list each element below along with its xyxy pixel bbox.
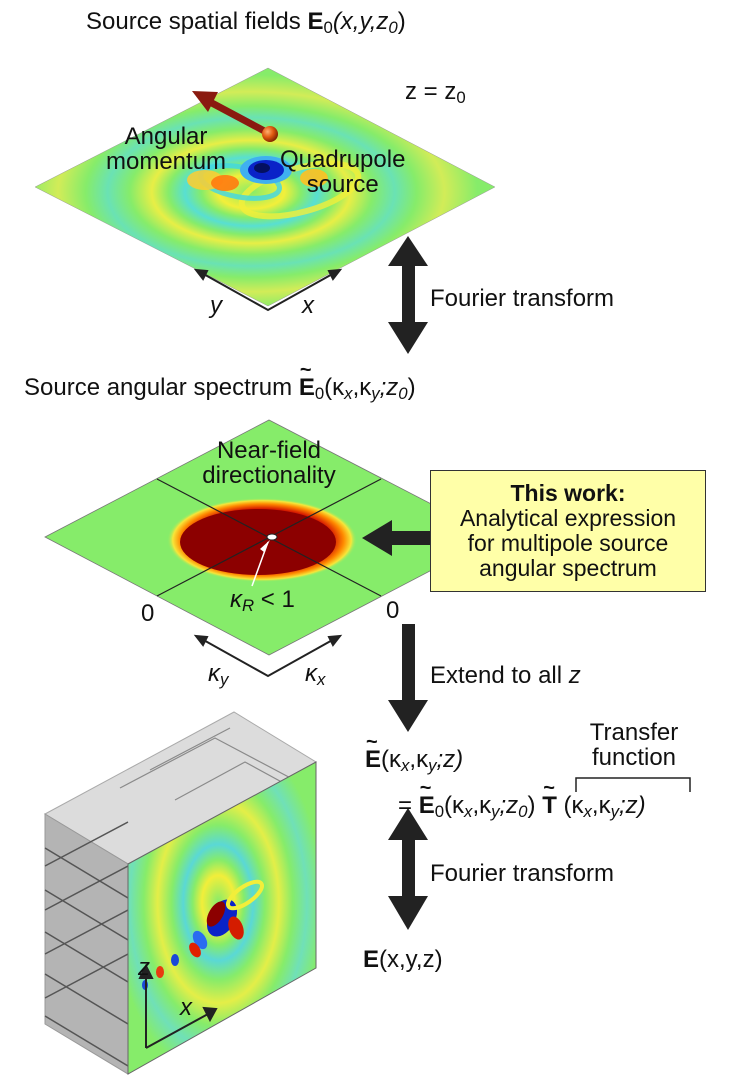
fourier-label-1: Fourier transform (430, 285, 615, 312)
field-volume (43, 711, 318, 1075)
extend-arrow (388, 624, 428, 732)
kappa-r-label: κR < 1 (230, 586, 295, 615)
angular-spectrum-title: Source angular spectrum E0(κx,κy;z0) (24, 359, 416, 404)
fourier-arrow-1 (388, 236, 428, 354)
kspace-axis-kx: κx (305, 660, 326, 689)
plane-label: z = z0 (405, 78, 466, 107)
equation-rhs: = E0(κx,κy;z0) T (κx,κy;z) (398, 777, 646, 822)
kspace-axes (193, 634, 343, 678)
top-axis-x: x (302, 292, 314, 319)
source-plane (34, 67, 496, 307)
final-field-label: E(x,y,z) (363, 946, 443, 973)
volume-axis-z: z (138, 954, 150, 981)
kspace-axis-ky: κy (208, 660, 229, 689)
volume-axes (138, 963, 218, 1049)
extend-label: Extend to all z (430, 662, 581, 689)
callout-arrow (362, 520, 430, 556)
fourier-arrow-2 (388, 808, 428, 930)
transfer-bracket (575, 777, 691, 792)
zero-right: 0 (386, 597, 400, 624)
callout-line-2: for multipole source (467, 530, 669, 556)
callout-line-1: Analytical expression (459, 505, 677, 531)
this-work-callout: This work: Analytical expression for mul… (430, 470, 706, 592)
top-axes (193, 268, 343, 312)
callout-heading: This work: (510, 480, 626, 506)
zero-left: 0 (141, 600, 155, 627)
callout-line-3: angular spectrum (479, 555, 657, 581)
top-axis-y: y (210, 292, 222, 319)
volume-axis-x: x (180, 994, 192, 1021)
angular-momentum-arrow (192, 91, 278, 142)
fourier-label-2: Fourier transform (430, 860, 615, 887)
equation-lhs: E(κx,κy;z) (365, 731, 463, 776)
source-fields-title: Source spatial fields E0(x,y,z0) (86, 8, 406, 37)
kspace-plane (44, 419, 496, 656)
